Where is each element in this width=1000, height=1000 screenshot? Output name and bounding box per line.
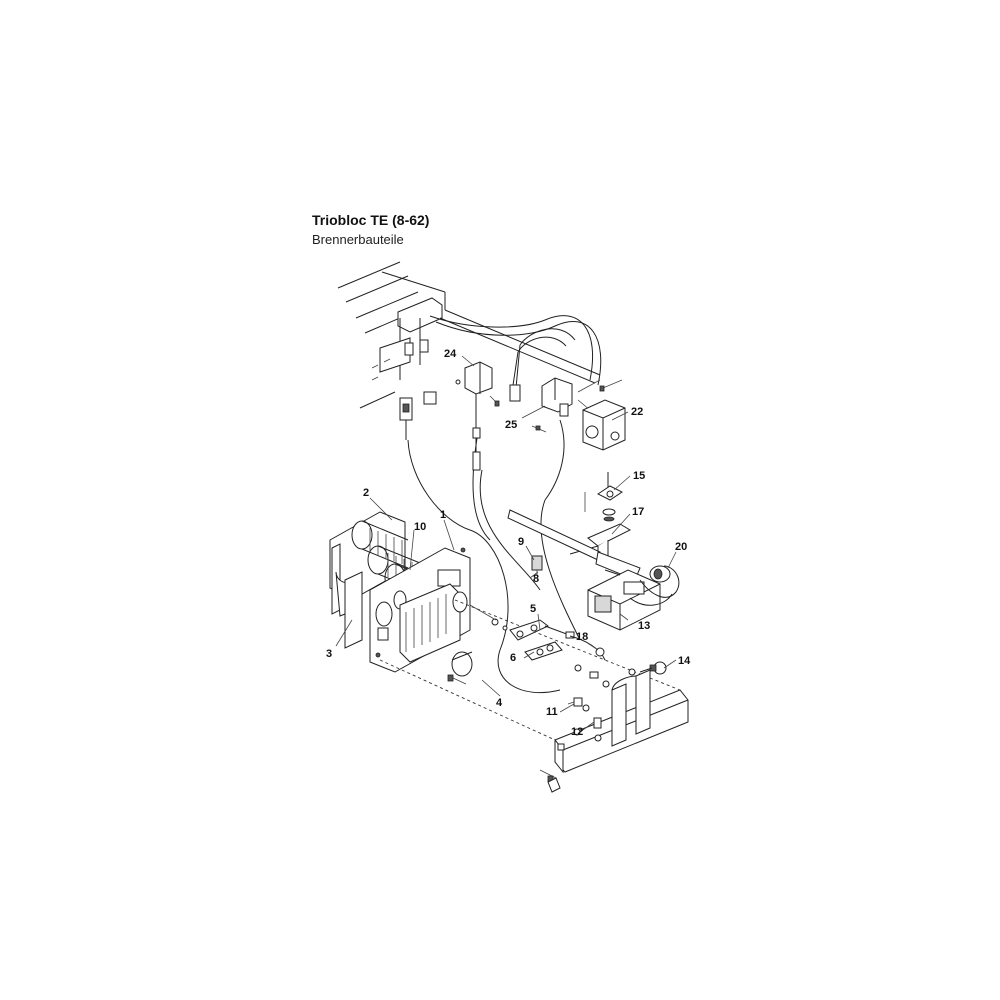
gas-pipe: [507, 509, 641, 581]
relay-part-24: [455, 361, 500, 471]
valve-part-15: [584, 472, 623, 522]
callout-2: 2: [363, 487, 369, 499]
callout-18: 18: [576, 631, 588, 643]
connector-part-12: [573, 717, 602, 742]
mounting-screw: [447, 674, 561, 793]
callout-4: 4: [496, 697, 503, 709]
callout-12: 12: [571, 726, 583, 738]
burner-tubes-part-10: [351, 520, 441, 611]
callout-8: 8: [533, 573, 539, 585]
callout-14: 14: [678, 655, 691, 667]
housing-top: [337, 261, 601, 409]
small-connector-8: [509, 384, 521, 402]
nozzle-part-14: [639, 661, 667, 675]
callout-13: 13: [638, 620, 650, 632]
callout-5: 5: [530, 603, 536, 615]
callout-1: 1: [440, 509, 446, 521]
diagram-title: Triobloc TE (8-62): [312, 212, 430, 228]
base-frame: [379, 599, 689, 774]
callout-22: 22: [631, 406, 643, 418]
callout-20: 20: [675, 541, 687, 553]
igniter-part-20: [629, 565, 680, 606]
callout-10: 10: [414, 521, 426, 533]
flange-part-3: [344, 571, 363, 649]
callout-24: 24: [444, 348, 457, 360]
callout-17: 17: [632, 506, 644, 518]
connector-part-11: [567, 697, 590, 712]
fitting-part-18: [569, 635, 636, 688]
diagram-subtitle: Brennerbauteile: [312, 232, 404, 247]
electrode-assembly-parts-5-6: [469, 604, 575, 661]
callout-11: 11: [546, 706, 558, 718]
switch-part-25: [531, 377, 601, 433]
control-box-part-22: [582, 379, 626, 451]
callout-3: 3: [326, 648, 332, 660]
callout-15: 15: [633, 470, 645, 482]
gas-valve-part-13: [587, 569, 661, 631]
callout-labels: 24 25 22 15 17 2 1 10 9 8 20 13 5 18 6 1…: [326, 348, 691, 738]
plug-connector: [399, 391, 437, 440]
callout-9: 9: [518, 536, 524, 548]
callout-25: 25: [505, 419, 517, 431]
burner-tubes-front: [399, 583, 473, 677]
leader-lines: [335, 355, 677, 733]
callout-6: 6: [510, 652, 516, 664]
